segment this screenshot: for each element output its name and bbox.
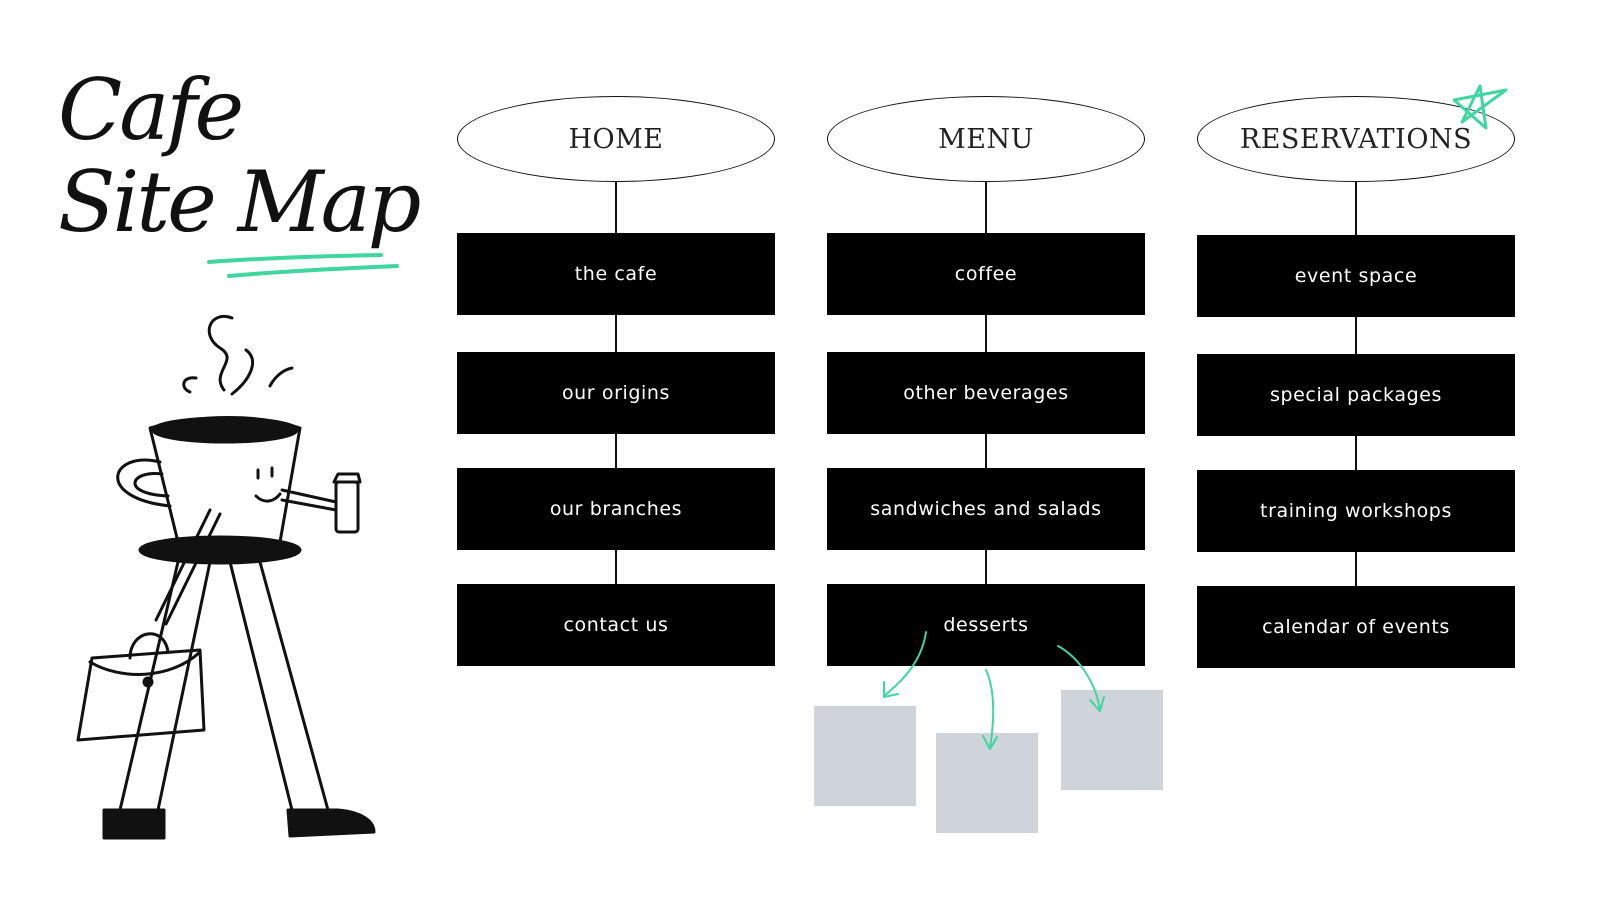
node-the-cafe[interactable]: the cafe: [457, 233, 775, 315]
connector: [985, 182, 987, 234]
heading-home[interactable]: HOME: [457, 96, 775, 182]
coffee-character-illustration: [76, 315, 376, 840]
connector: [985, 434, 987, 468]
arrow-to-placeholder-1: [883, 631, 927, 697]
node-event-space[interactable]: event space: [1197, 235, 1515, 317]
node-contact-us[interactable]: contact us: [457, 584, 775, 666]
connector: [615, 550, 617, 584]
node-our-branches[interactable]: our branches: [457, 468, 775, 550]
connector: [1355, 436, 1357, 470]
arrow-head-2: [982, 735, 998, 750]
connector: [985, 315, 987, 352]
node-our-origins[interactable]: our origins: [457, 352, 775, 434]
connector: [615, 434, 617, 468]
node-special-packages[interactable]: special packages: [1197, 354, 1515, 436]
arrow-head-1: [883, 681, 899, 698]
image-placeholder-2[interactable]: [936, 733, 1038, 833]
star-doodle-icon: [1452, 84, 1508, 130]
connector: [1355, 182, 1357, 235]
connector: [615, 315, 617, 352]
title-underline: [207, 253, 399, 278]
connector: [615, 182, 617, 234]
node-other-beverages[interactable]: other beverages: [827, 352, 1145, 434]
column-menu: MENU coffee other beverages sandwiches a…: [827, 96, 1145, 776]
heading-reservations[interactable]: RESERVATIONS: [1197, 96, 1515, 182]
connector: [1355, 317, 1357, 354]
connector: [985, 550, 987, 584]
heading-menu[interactable]: MENU: [827, 96, 1145, 182]
image-placeholder-1[interactable]: [814, 706, 916, 806]
column-reservations: RESERVATIONS event space special package…: [1197, 96, 1515, 776]
node-desserts[interactable]: desserts: [827, 584, 1145, 666]
arrow-to-placeholder-3: [1057, 645, 1101, 711]
title-line-2: Site Map: [58, 153, 421, 251]
connector: [1355, 552, 1357, 586]
node-sandwiches-and-salads[interactable]: sandwiches and salads: [827, 468, 1145, 550]
title-line-1: Cafe: [58, 61, 244, 159]
node-coffee[interactable]: coffee: [827, 233, 1145, 315]
arrow-to-placeholder-2: [985, 669, 995, 749]
node-calendar-of-events[interactable]: calendar of events: [1197, 586, 1515, 668]
arrow-head-3: [1089, 696, 1105, 712]
column-home: HOME the cafe our origins our branches c…: [457, 96, 775, 776]
node-training-workshops[interactable]: training workshops: [1197, 470, 1515, 552]
image-placeholder-3[interactable]: [1061, 690, 1163, 790]
